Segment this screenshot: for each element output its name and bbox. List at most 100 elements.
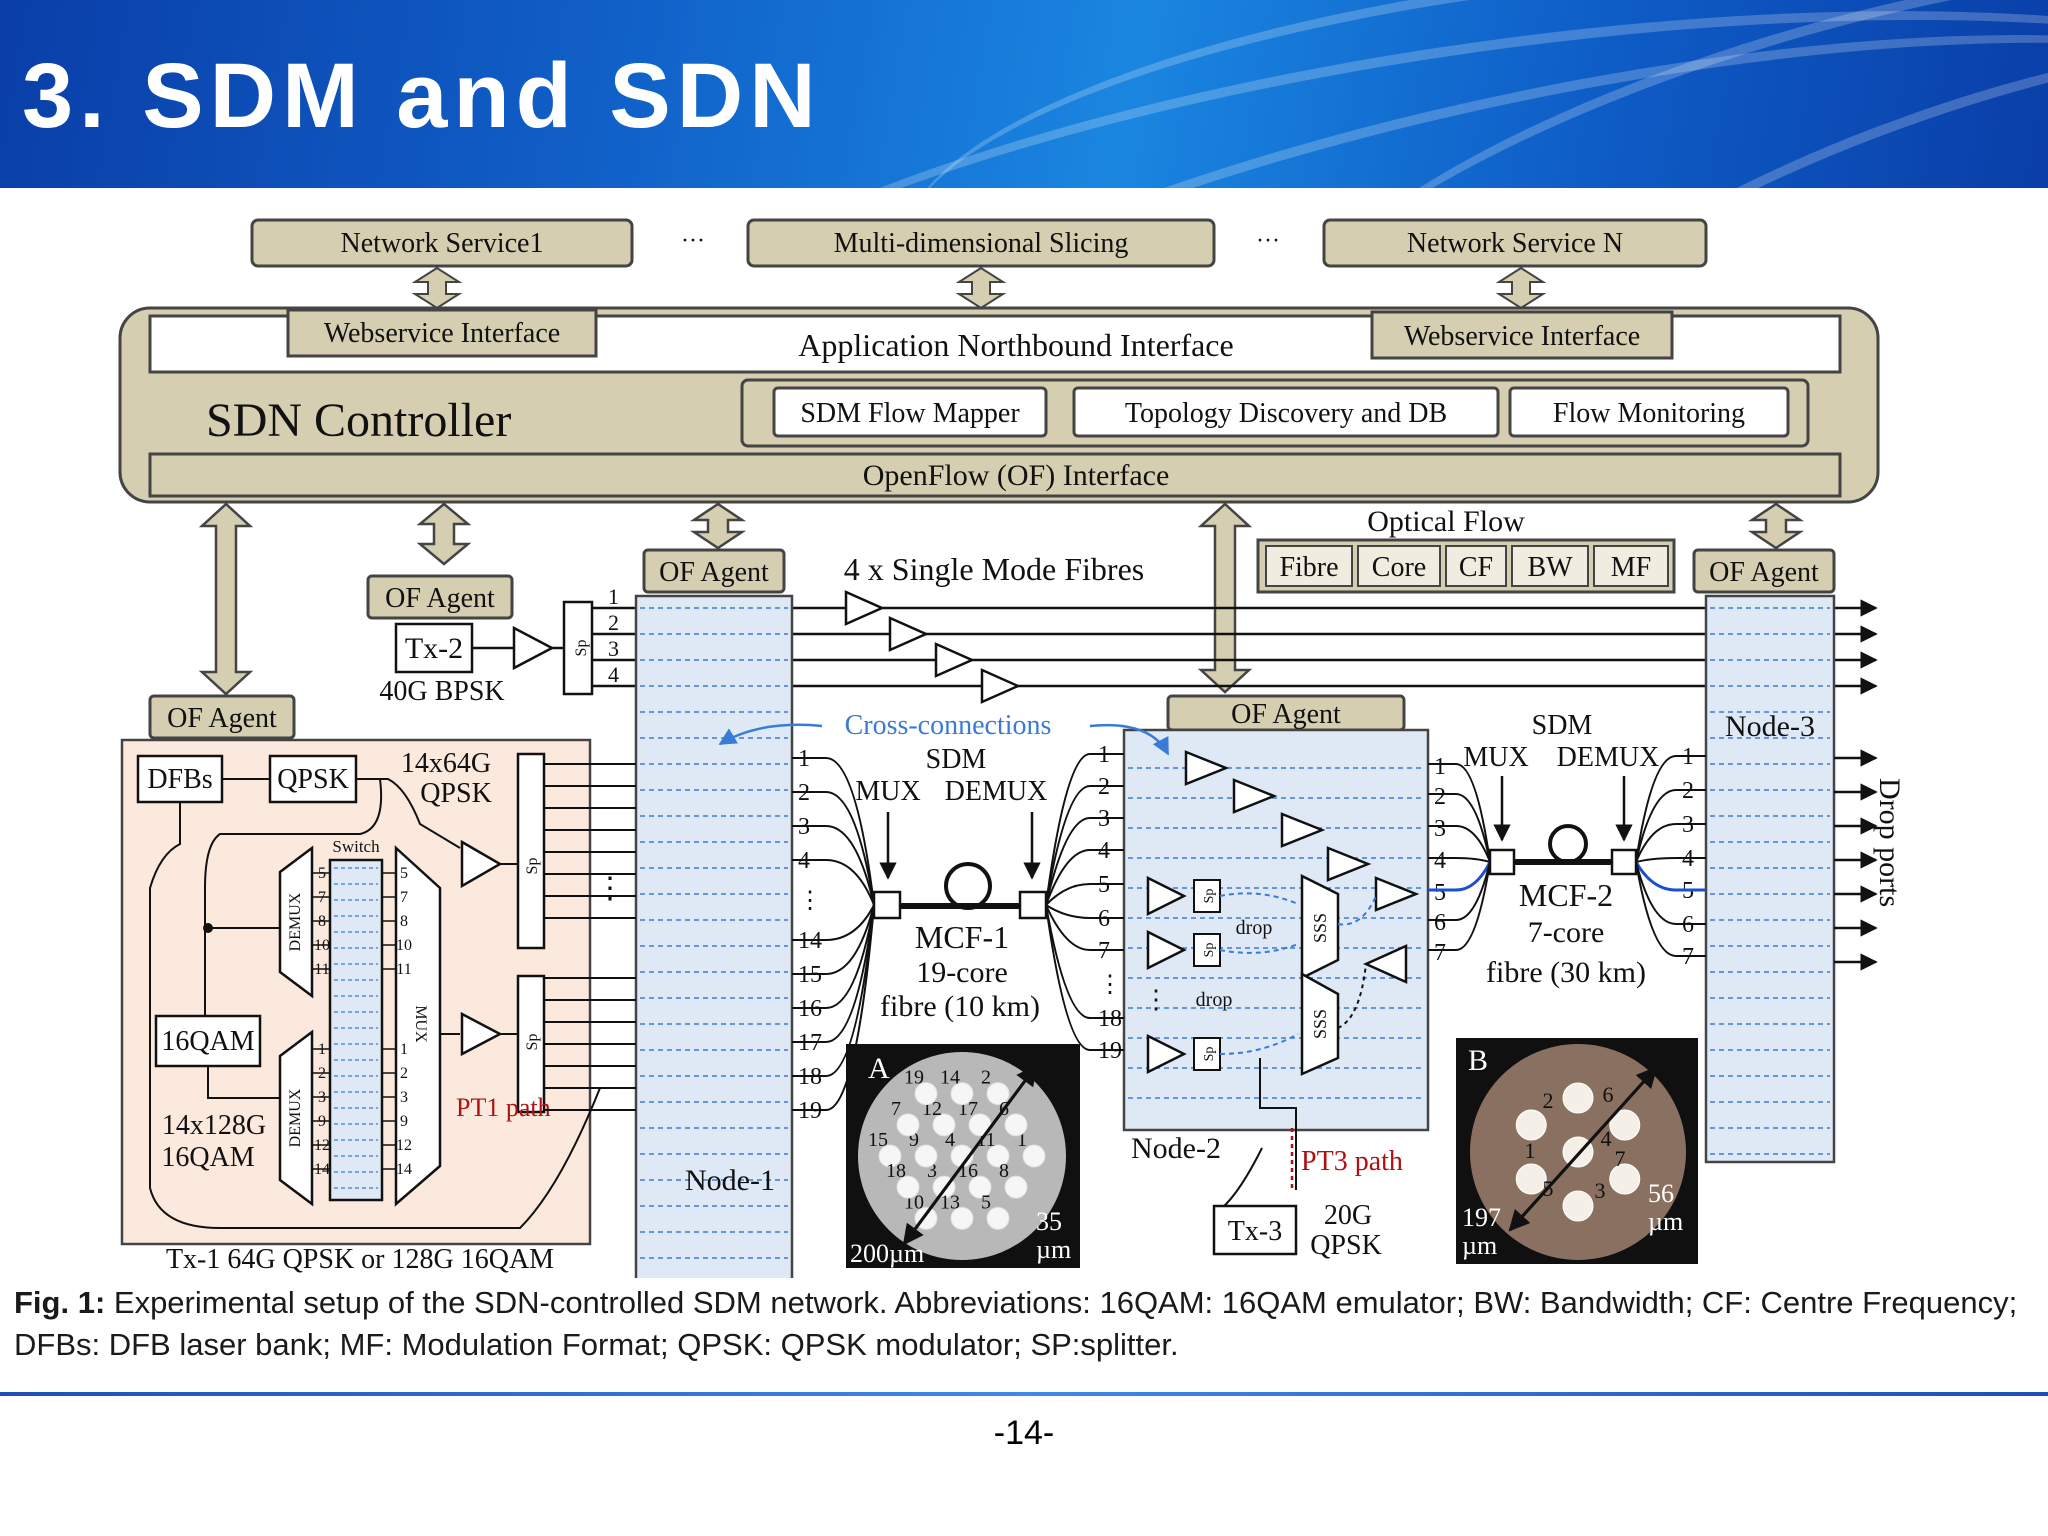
mcf1-fan-out [1045,904,1124,1051]
of-agent-node2: OF Agent [1166,694,1406,732]
mcf2-fan-out [1635,861,1706,925]
mux-label-2: MUX [1463,742,1528,773]
inset-a-diameter: 200µm [850,1239,924,1268]
inset-a-core-number: 14 [940,1067,960,1089]
inset-a: 41116391217151015192813187146 A 35 µm 20… [846,1044,1080,1268]
inset-b-diameter: 197 [1462,1203,1501,1232]
sdm-label-1: SDM [926,744,987,775]
service-slicing: Multi-dimensional Slicing [746,218,1216,268]
mcf2-fan-in [1428,857,1491,863]
inset-a-core-number: 13 [940,1191,960,1213]
node2-out-number: 2 [1434,784,1446,810]
inset-b-core-number: 3 [1595,1178,1606,1203]
optical-flow-title: Optical Flow [1367,505,1525,538]
sdm-sdn-diagram: Network Service1 ··· Multi-dimensional S… [118,218,1906,1278]
webservice-interface-left: Webservice Interface [324,318,560,349]
mcf2-fan-in [1428,861,1491,921]
node2-out-number: 4 [1434,848,1446,874]
mcf1-fan-in [792,825,875,906]
mcf1-fan-out [1045,904,1124,919]
inset-b-diameter-unit: µm [1462,1231,1497,1260]
mcf2-fan-out [1635,857,1706,863]
inset-a-core-number: 2 [981,1067,991,1089]
mcf2-fan-out [1635,861,1706,957]
flow-monitoring: Flow Monitoring [1553,398,1745,429]
switch-output-number: 3 [400,1089,408,1106]
switch-output-number: 11 [396,961,411,978]
svg-text:OF Agent: OF Agent [1709,557,1819,588]
inset-a-core-number: 18 [886,1160,906,1182]
inset-a-core [950,1206,974,1230]
inset-a-pitch: 35 [1036,1207,1062,1236]
mcf1-fan-in [792,904,875,941]
service-dots-2: ··· [1256,228,1280,254]
inset-a-core [986,1082,1010,1106]
optical-flow-mf: MF [1611,552,1651,583]
switch-output-number: 9 [400,1113,408,1130]
node2-out-number: 5 [1434,880,1446,906]
tx3-rate-2: QPSK [1310,1230,1382,1261]
mcf1-fan-out [1045,785,1124,906]
demux-label-2: DEMUX [1557,742,1660,773]
mcf2-fan-out [1634,861,1706,892]
inset-a-core-number: 4 [945,1129,955,1151]
qam-rate-2: 16QAM [161,1142,254,1173]
inset-a-core [968,1175,992,1199]
node2-sp-2: Sp [1202,943,1217,958]
svg-text:3: 3 [608,636,619,661]
inset-a-core [896,1175,920,1199]
cross-connections-label: Cross-connections [845,710,1052,741]
sdn-controller-label: SDN Controller [206,394,511,447]
caption-label: Fig. 1: [14,1285,106,1320]
svg-text:OF Agent: OF Agent [1231,699,1341,730]
switch-output-number: 14 [396,1161,412,1178]
tx3-rate-1: 20G [1324,1200,1372,1231]
mcf2-fan-in [1428,861,1492,892]
node2-out-number: 3 [1434,816,1446,842]
node1 [634,594,794,1278]
inset-b-pitch: 56 [1648,1179,1674,1208]
inset-a-label: A [868,1052,890,1085]
drop-label-1: drop [1236,917,1273,939]
mcf1-fan-in [792,757,875,906]
svg-text:OF Agent: OF Agent [167,703,277,734]
mcf2-fan-in [1428,793,1491,863]
footer-line [0,1392,2048,1396]
optical-flow-bw: BW [1527,552,1573,583]
inset-b-core [1515,1109,1547,1141]
single-mode-fibres-label: 4 x Single Mode Fibres [844,551,1144,587]
tx1-caption: Tx-1 64G QPSK or 128G 16QAM [166,1244,554,1275]
cross-connections: Cross-connections [718,710,1170,756]
caption-text: Experimental setup of the SDN-controlled… [14,1285,2018,1362]
mcf1-fan-out [1045,817,1124,906]
inset-b-core-number: 4 [1601,1126,1612,1151]
figure-caption: Fig. 1: Experimental setup of the SDN-co… [14,1282,2034,1366]
pt1-path-label: PT1 path [456,1093,551,1122]
node2-out-number: 7 [1434,940,1446,966]
service1-label: Network Service1 [341,228,544,259]
inset-b-core-number: 1 [1525,1138,1536,1163]
of-agent-tx2: OF Agent [366,574,514,620]
slicing-label: Multi-dimensional Slicing [834,228,1129,259]
mcf1-fan-out [1045,904,1124,1019]
drop-ports-label: Drop ports [1873,778,1906,907]
demux-bottom-label: DEMUX [287,1088,304,1147]
inset-a-core [878,1144,902,1168]
inset-a-pitch-unit: µm [1036,1235,1071,1264]
inset-b-pitch-unit: µm [1648,1207,1683,1236]
inset-a-core [950,1082,974,1106]
inset-a-core-number: 3 [927,1160,937,1182]
inset-a-core-number: 15 [868,1129,888,1151]
service-network-serviceN: Network Service N [1322,218,1708,268]
controller-arrows [198,502,1805,696]
mux-label-1: MUX [855,776,920,807]
inset-a-core [1004,1175,1028,1199]
inset-a-core-number: 5 [981,1191,991,1213]
sss-bottom-label: SSS [1310,1009,1330,1039]
svg-text:1: 1 [608,584,619,609]
optical-flow-cf: CF [1459,552,1493,583]
tx3: Tx-3 20G QPSK PT3 path [1212,1146,1403,1261]
node2-ellipsis: ⋮ [1143,985,1169,1014]
inset-b-core [1562,1082,1594,1114]
tx2: Tx-2 40G BPSK Sp [379,600,594,707]
